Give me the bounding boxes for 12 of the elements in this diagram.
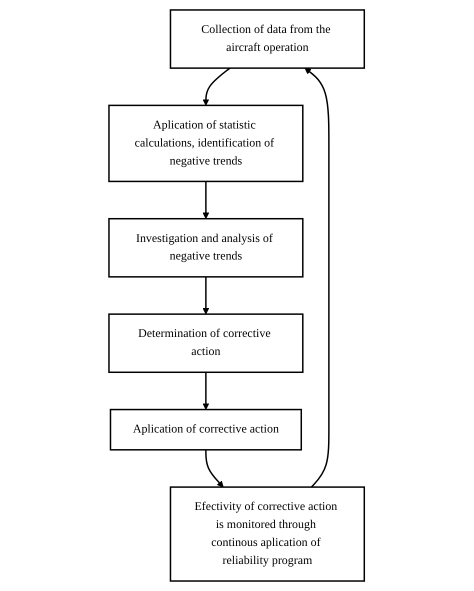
node-box: Aplication of corrective action: [110, 408, 302, 451]
arrow: [202, 181, 210, 219]
node-box: Efectivity of corrective action is monitored through continous aplication of reliability program: [170, 486, 366, 582]
node-box: Aplication of statistic calculations, identification of negative trends: [108, 104, 304, 182]
arrow: [206, 450, 224, 488]
arrow: [202, 68, 231, 106]
arrow: [202, 372, 210, 410]
node-box: Collection of data from the aircraft operation: [170, 9, 366, 69]
node-box: Determination of corrective action: [108, 313, 304, 374]
arrow: [202, 276, 210, 314]
arrow: [304, 68, 330, 488]
node-box: Investigation and analysis of negative trends: [108, 218, 304, 278]
